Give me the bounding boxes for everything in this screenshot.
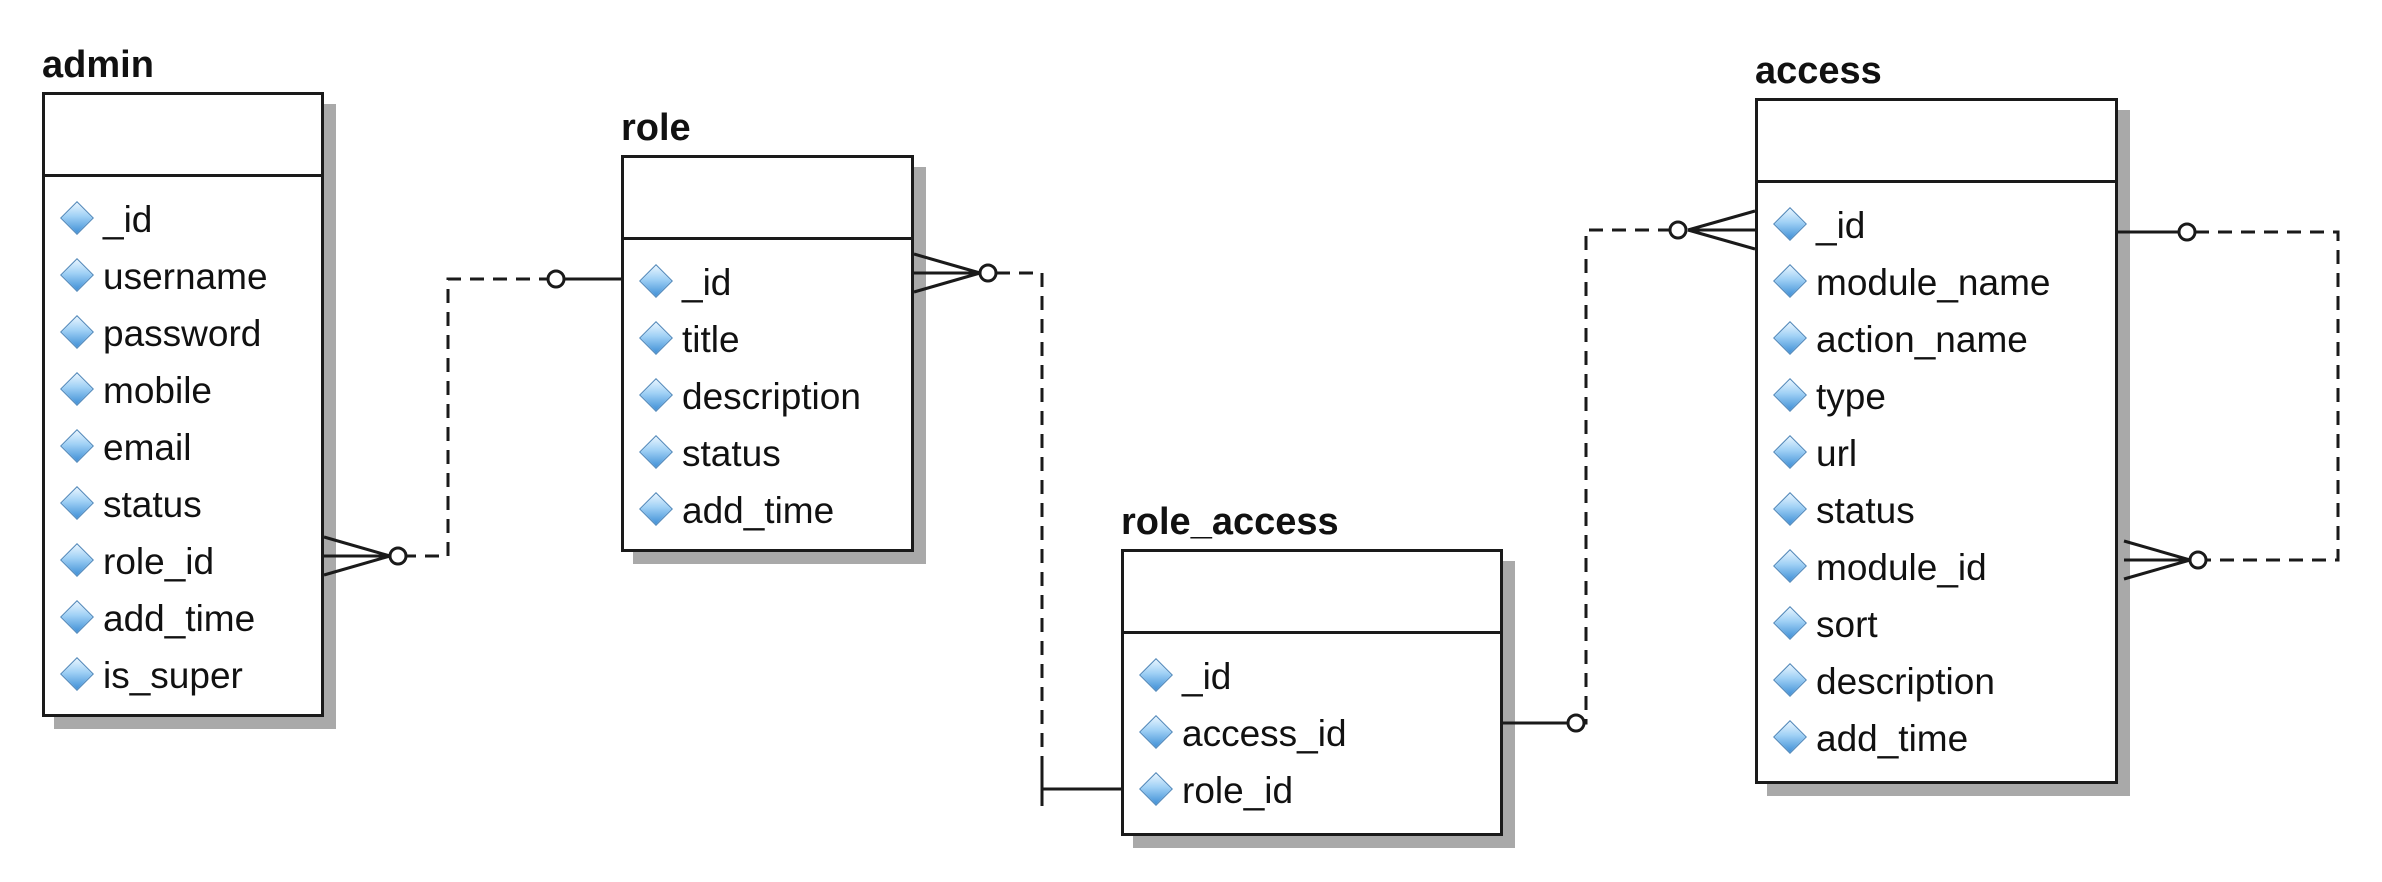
field-name: _id: [103, 199, 153, 240]
field-name: _id: [682, 262, 732, 303]
field-name: status: [682, 433, 781, 474]
field-row[interactable]: role_id: [1124, 762, 1500, 819]
field-list: _id username password mobile email statu…: [45, 177, 321, 704]
field-row[interactable]: action_name: [1758, 311, 2115, 368]
field-row[interactable]: status: [624, 425, 911, 482]
relationship-line: [996, 271, 1044, 789]
optional-circle-icon: [1668, 220, 1688, 240]
crows-foot-icon: [323, 535, 391, 577]
field-name: username: [103, 256, 268, 297]
field-name: is_super: [103, 655, 243, 696]
field-row[interactable]: status: [45, 476, 321, 533]
entity-title: access: [1755, 50, 1882, 92]
field-name: description: [1816, 661, 1995, 702]
field-name: status: [1816, 490, 1915, 531]
relationship-line: [2195, 230, 2340, 562]
entity-table[interactable]: _id title description status add_time: [621, 155, 914, 552]
relationship-admin-role[interactable]: [323, 269, 621, 577]
field-row[interactable]: username: [45, 248, 321, 305]
field-list: _id access_id role_id: [1124, 634, 1500, 819]
field-row[interactable]: _id: [1124, 648, 1500, 705]
relationship-role-access-access[interactable]: [1503, 209, 1756, 733]
entity-table[interactable]: _id access_id role_id: [1121, 549, 1503, 836]
field-name: status: [103, 484, 202, 525]
field-row[interactable]: password: [45, 305, 321, 362]
field-list: _id title description status add_time: [624, 240, 911, 539]
crows-foot-icon: [2123, 539, 2191, 581]
field-row[interactable]: module_name: [1758, 254, 2115, 311]
field-row[interactable]: role_id: [45, 533, 321, 590]
optional-circle-icon: [546, 269, 566, 289]
field-list: _id module_name action_name type url sta…: [1758, 183, 2115, 767]
field-name: add_time: [103, 598, 256, 639]
entity-table[interactable]: _id module_name action_name type url sta…: [1755, 98, 2118, 784]
field-name: module_name: [1816, 262, 2051, 303]
field-row[interactable]: title: [624, 311, 911, 368]
entity-header: [1758, 101, 2115, 183]
optional-circle-icon: [978, 263, 998, 283]
field-row[interactable]: access_id: [1124, 705, 1500, 762]
entity-title: admin: [42, 44, 154, 86]
field-name: sort: [1816, 604, 1878, 645]
field-name: access_id: [1182, 713, 1347, 754]
entity-header: [1124, 552, 1500, 634]
field-row[interactable]: module_id: [1758, 539, 2115, 596]
optional-circle-icon: [2177, 222, 2197, 242]
field-name: password: [103, 313, 262, 354]
field-row[interactable]: status: [1758, 482, 2115, 539]
field-row[interactable]: add_time: [1758, 710, 2115, 767]
field-row[interactable]: sort: [1758, 596, 2115, 653]
field-row[interactable]: description: [624, 368, 911, 425]
entity-header: [45, 95, 321, 177]
relationship-line: [1576, 228, 1670, 725]
field-name: title: [682, 319, 740, 360]
field-row[interactable]: mobile: [45, 362, 321, 419]
field-name: add_time: [1816, 718, 1969, 759]
field-name: role_id: [1182, 770, 1294, 811]
field-name: module_id: [1816, 547, 1987, 588]
crows-foot-icon: [913, 252, 981, 294]
field-row[interactable]: email: [45, 419, 321, 476]
entity-title: role: [621, 107, 691, 149]
field-row[interactable]: is_super: [45, 647, 321, 704]
field-row[interactable]: _id: [624, 254, 911, 311]
field-name: add_time: [682, 490, 835, 531]
optional-circle-icon: [2188, 550, 2208, 570]
field-row[interactable]: type: [1758, 368, 2115, 425]
field-name: _id: [1182, 656, 1232, 697]
entity-table[interactable]: _id username password mobile email statu…: [42, 92, 324, 717]
entity-title: role_access: [1121, 501, 1339, 543]
field-row[interactable]: add_time: [45, 590, 321, 647]
field-name: email: [103, 427, 192, 468]
field-row[interactable]: url: [1758, 425, 2115, 482]
optional-circle-icon: [388, 546, 408, 566]
field-row[interactable]: _id: [45, 191, 321, 248]
field-row[interactable]: _id: [1758, 197, 2115, 254]
field-name: type: [1816, 376, 1886, 417]
field-row[interactable]: add_time: [624, 482, 911, 539]
optional-circle-icon: [1566, 713, 1586, 733]
entity-header: [624, 158, 911, 240]
relationship-line: [402, 277, 548, 558]
field-name: mobile: [103, 370, 212, 411]
relationship-role-role-access[interactable]: [913, 252, 1121, 806]
field-name: role_id: [103, 541, 215, 582]
field-name: url: [1816, 433, 1858, 474]
field-name: action_name: [1816, 319, 2028, 360]
relationship-access-self[interactable]: [2118, 222, 2340, 581]
field-row[interactable]: description: [1758, 653, 2115, 710]
crows-foot-icon: [1687, 209, 1756, 251]
field-name: _id: [1816, 205, 1866, 246]
field-name: description: [682, 376, 861, 417]
